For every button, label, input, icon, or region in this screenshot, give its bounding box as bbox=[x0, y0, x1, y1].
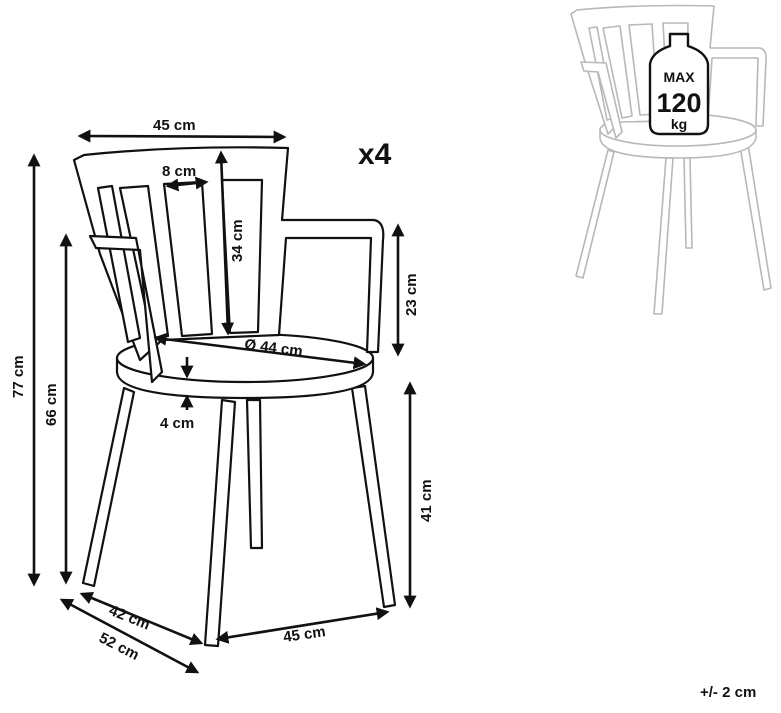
tolerance-note: +/- 2 cm bbox=[700, 684, 756, 701]
quantity-label: x4 bbox=[358, 138, 392, 171]
max-load-label: MAX bbox=[663, 69, 695, 85]
dim-line-width-bottom bbox=[215, 607, 390, 644]
label-back-height: 34 cm bbox=[229, 219, 246, 262]
label-total-depth: 52 cm bbox=[96, 629, 142, 663]
chair-leg-front-left bbox=[81, 386, 136, 588]
chair-leg-right bbox=[350, 384, 397, 609]
label-seat-height: 41 cm bbox=[418, 479, 435, 522]
label-seat-thickness: 4 cm bbox=[160, 415, 194, 432]
max-load-icon: MAX 120 kg bbox=[648, 32, 710, 136]
max-load-unit: kg bbox=[671, 116, 687, 132]
label-armrest-height: 23 cm bbox=[403, 273, 420, 316]
dim-line-width-top bbox=[77, 129, 287, 144]
label-slat-gap: 8 cm bbox=[162, 163, 196, 180]
label-total-height: 77 cm bbox=[10, 355, 27, 398]
label-arm-height: 66 cm bbox=[43, 383, 60, 426]
label-seat-depth: 42 cm bbox=[107, 602, 153, 634]
chair-leg-front-right bbox=[203, 398, 237, 648]
dim-line-back-height bbox=[214, 150, 235, 336]
chair-leg-back bbox=[245, 398, 264, 550]
max-load-value: 120 bbox=[656, 88, 701, 118]
label-width-top: 45 cm bbox=[153, 117, 196, 134]
dim-line-seat-diameter bbox=[153, 332, 367, 370]
dim-line-slat-gap bbox=[165, 176, 209, 192]
chair-slat-1 bbox=[96, 184, 142, 344]
label-width-bottom: 45 cm bbox=[282, 623, 326, 646]
dim-line-total-depth bbox=[59, 598, 200, 674]
label-seat-diameter: Ø 44 cm bbox=[244, 336, 304, 360]
